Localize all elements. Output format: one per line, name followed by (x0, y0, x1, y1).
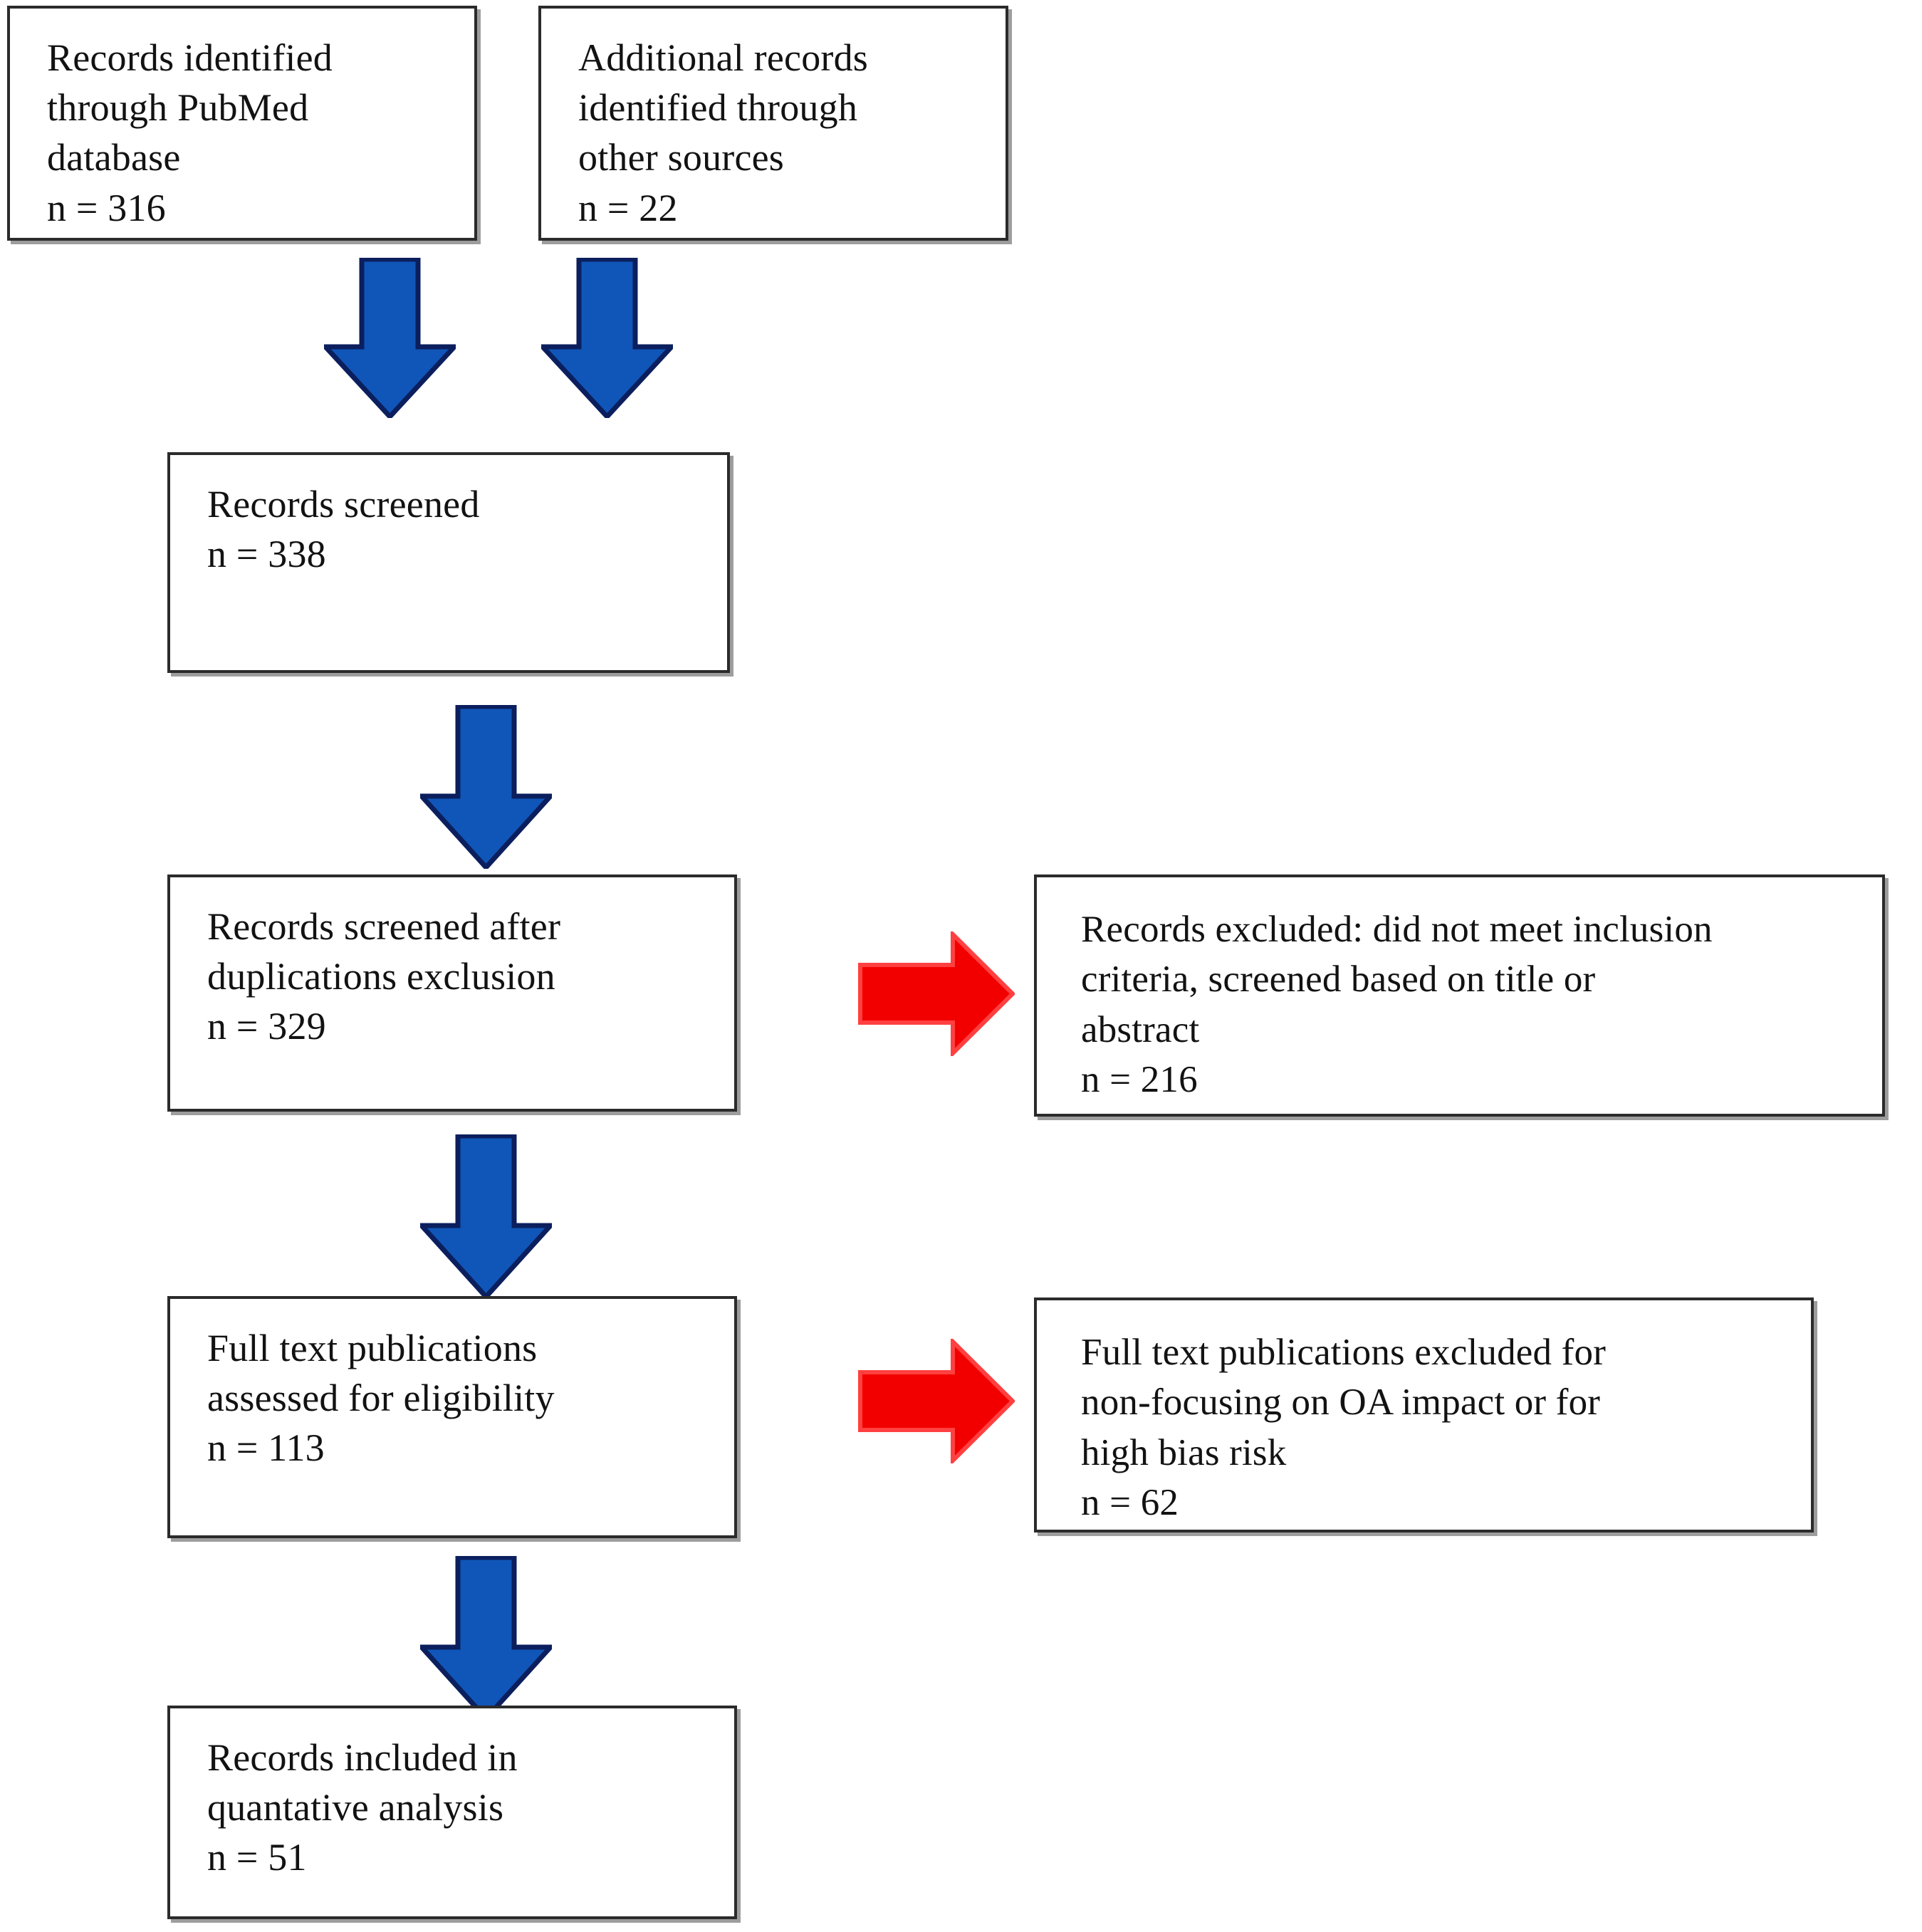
arrow-down-icon-screened-to-dedup (420, 705, 552, 869)
arrow-down-icon-fulltext-to-included (420, 1556, 552, 1720)
box-records-screened-after-duplications: Records screened after duplications excl… (167, 874, 737, 1112)
box-additional-records-other-sources-text: Additional records identified through ot… (578, 36, 868, 229)
box-full-text-assessed-text: Full text publications assessed for elig… (207, 1327, 555, 1470)
box-records-included: Records included in quantative analysis … (167, 1706, 737, 1919)
box-records-excluded-text: Records excluded: did not meet inclusion… (1081, 909, 1713, 1101)
box-full-text-assessed: Full text publications assessed for elig… (167, 1296, 737, 1538)
box-full-text-excluded-text: Full text publications excluded for non-… (1081, 1332, 1607, 1524)
arrow-right-icon-dedup-to-excluded (858, 931, 1015, 1056)
arrow-down-icon-pubmed-to-screened (324, 258, 456, 418)
box-records-screened: Records screened n = 338 (167, 452, 730, 673)
arrow-right-icon-fulltext-to-excluded (858, 1339, 1015, 1463)
box-records-included-text: Records included in quantative analysis … (207, 1736, 518, 1879)
box-records-screened-after-duplications-text: Records screened after duplications excl… (207, 905, 561, 1048)
box-additional-records-other-sources: Additional records identified through ot… (538, 6, 1008, 241)
box-records-identified-pubmed: Records identified through PubMed databa… (7, 6, 477, 241)
box-records-excluded: Records excluded: did not meet inclusion… (1034, 874, 1885, 1117)
box-records-screened-text: Records screened n = 338 (207, 483, 480, 576)
box-records-identified-pubmed-text: Records identified through PubMed databa… (47, 36, 333, 229)
arrow-down-icon-dedup-to-fulltext (420, 1134, 552, 1298)
arrow-down-icon-other-to-screened (541, 258, 673, 418)
box-full-text-excluded: Full text publications excluded for non-… (1034, 1297, 1814, 1532)
